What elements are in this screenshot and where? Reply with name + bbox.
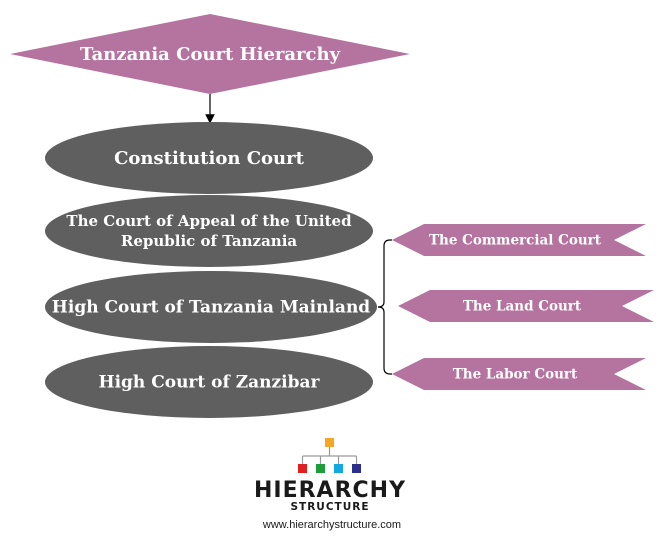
court-ellipse xyxy=(45,122,373,194)
court-label-line-2: Republic of Tanzania xyxy=(121,232,298,250)
court-label: High Court of Tanzania Mainland xyxy=(52,298,371,318)
title-label: Tanzania Court Hierarchy xyxy=(80,44,341,65)
court-label-line-1: The Court of Appeal of the United xyxy=(66,212,352,230)
division-label: The Land Court xyxy=(463,299,582,315)
court-ellipse xyxy=(45,346,373,418)
court-label: High Court of Zanzibar xyxy=(99,373,321,393)
division-node-labor: The Labor Court xyxy=(392,358,646,390)
division-node-commercial: The Commercial Court xyxy=(392,224,646,256)
court-node-high-court-zanzibar: High Court of Zanzibar xyxy=(45,346,373,418)
brand-url: www.hierarchystructure.com xyxy=(262,519,401,531)
brand-name: HIERARCHY xyxy=(254,478,406,503)
org-chart-logo-icon xyxy=(298,438,361,473)
court-node-appeal: The Court of Appeal of the United Republ… xyxy=(45,195,373,267)
brand-logo: HIERARCHY STRUCTURE www.hierarchystructu… xyxy=(254,438,406,531)
division-connector-brace xyxy=(377,239,392,375)
court-label: Constitution Court xyxy=(114,148,305,169)
division-ribbon-shape xyxy=(392,358,646,390)
title-node: Tanzania Court Hierarchy xyxy=(10,14,410,94)
division-label: The Labor Court xyxy=(453,367,578,383)
court-ellipse xyxy=(45,271,377,343)
brand-tagline: STRUCTURE xyxy=(291,501,370,513)
court-ellipse xyxy=(45,195,373,267)
division-ribbon-shape xyxy=(398,290,654,322)
court-node-constitution: Constitution Court xyxy=(45,122,373,194)
division-node-land: The Land Court xyxy=(398,290,654,322)
division-label: The Commercial Court xyxy=(429,233,602,249)
division-ribbon-shape xyxy=(392,224,646,256)
court-node-high-court-mainland: High Court of Tanzania Mainland xyxy=(45,271,377,343)
title-diamond-shape xyxy=(10,14,410,94)
